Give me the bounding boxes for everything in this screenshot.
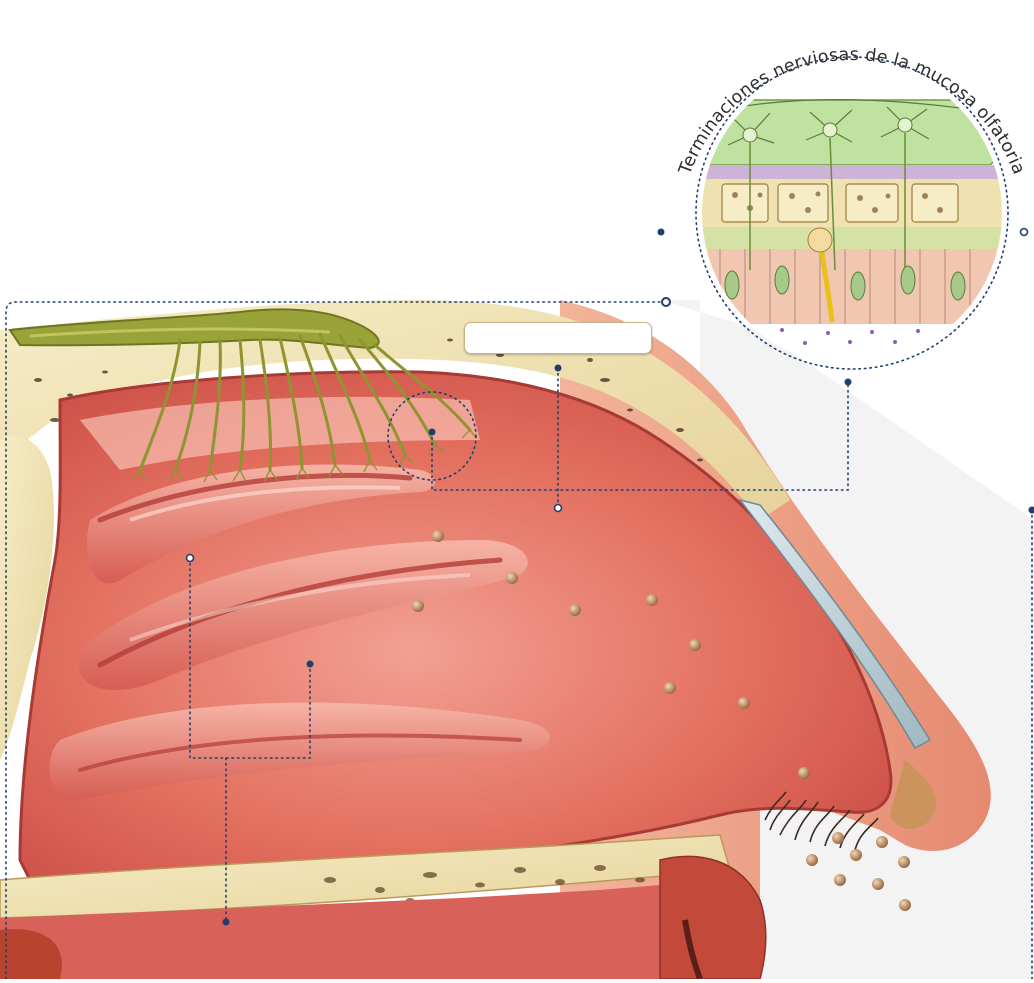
inset-left-marker (658, 229, 665, 236)
inset-right-marker (1021, 229, 1028, 236)
frame-right-marker (1029, 507, 1034, 514)
frame-corner-marker (662, 298, 670, 306)
empty-label-box (464, 322, 652, 354)
